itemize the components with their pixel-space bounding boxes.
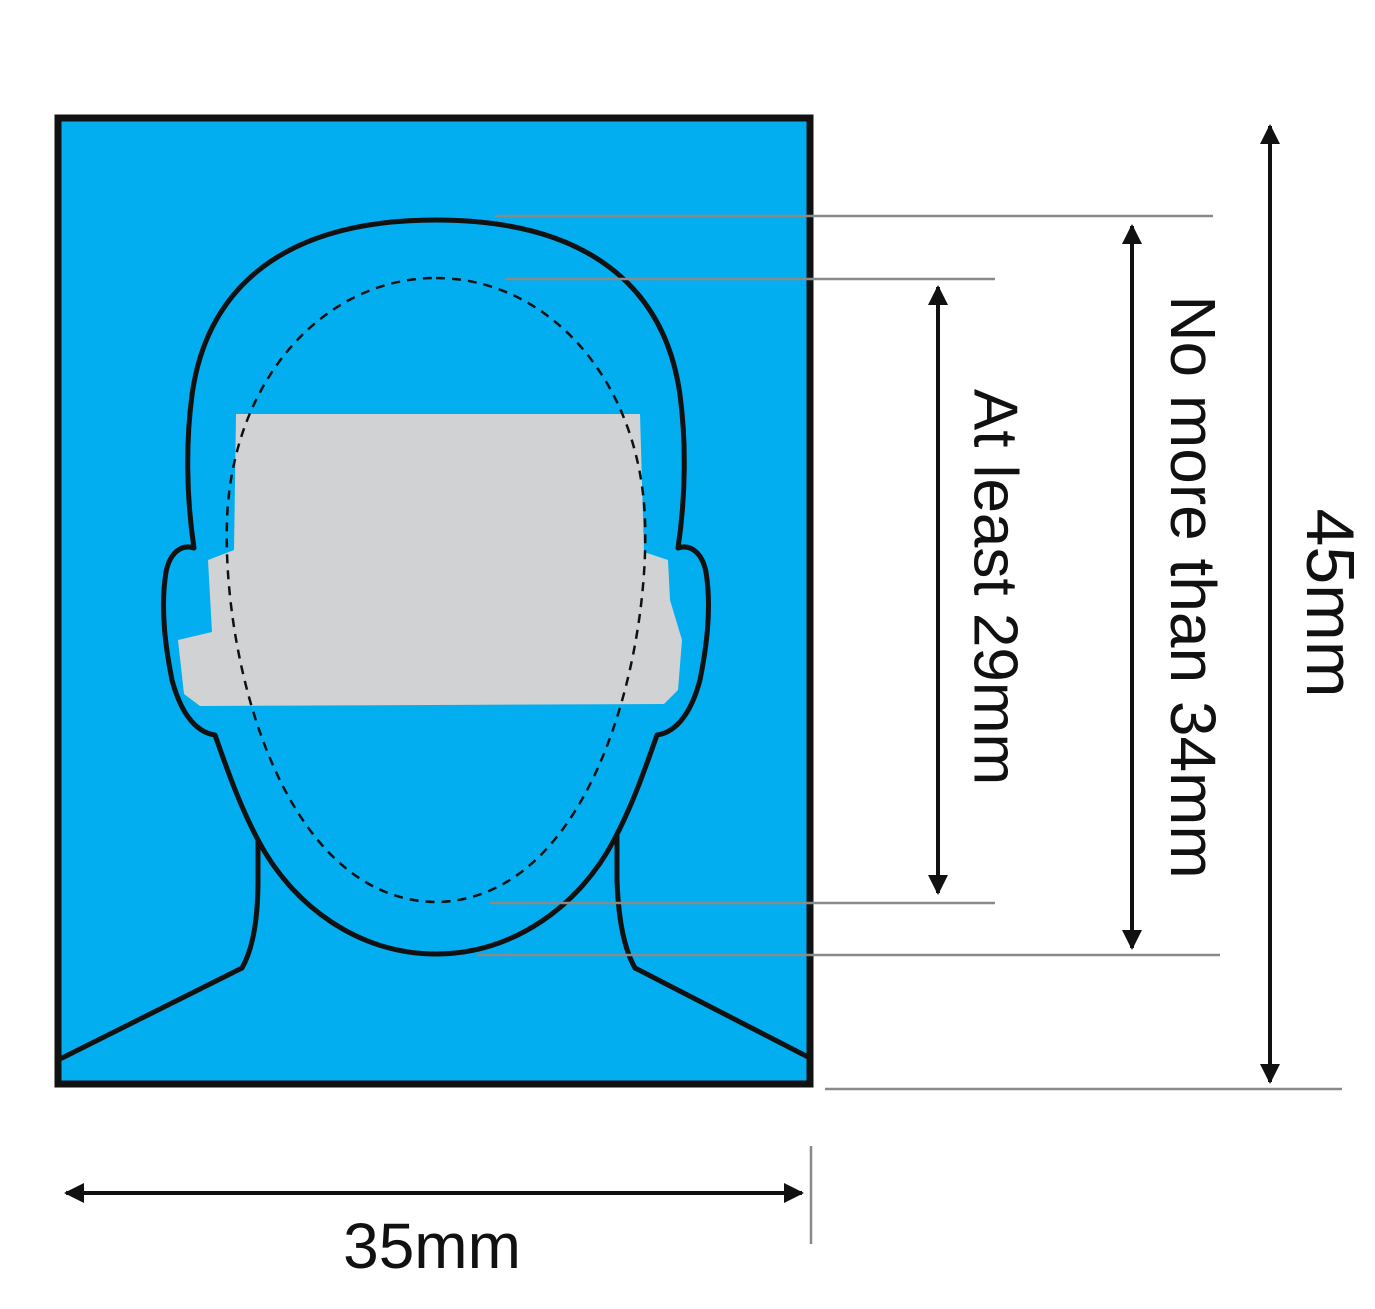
width-label: 35mm — [343, 1210, 521, 1282]
face-min-label: At least 29mm — [961, 389, 1030, 785]
head-max-label: No more than 34mm — [1157, 295, 1229, 878]
dimension-arrows — [64, 124, 1280, 1203]
height-label: 45mm — [1292, 509, 1368, 698]
eye-band — [178, 414, 682, 706]
guide-lines — [478, 214, 1342, 1244]
shoulders-outline — [59, 829, 813, 1061]
